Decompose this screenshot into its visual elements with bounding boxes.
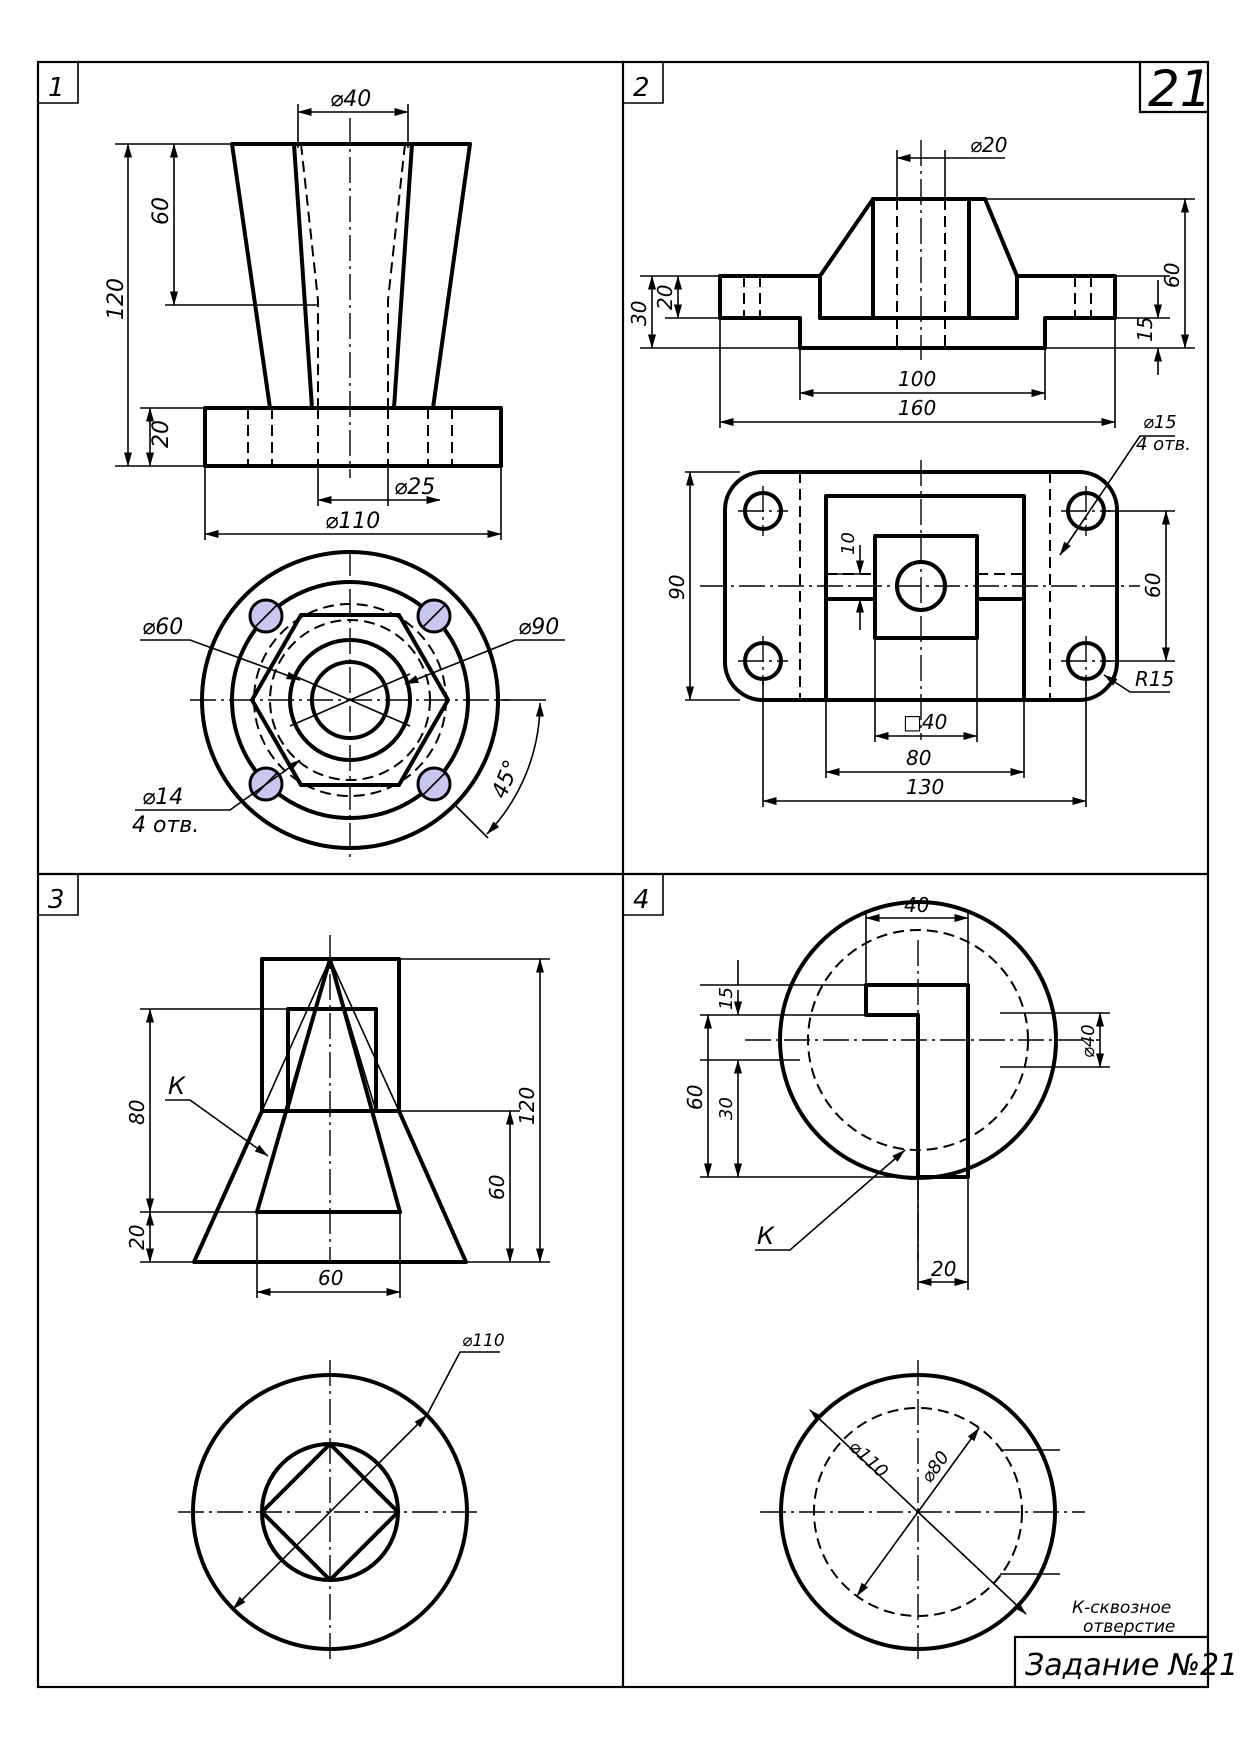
- p3-dim-60w: 60: [318, 1266, 343, 1290]
- task-label: Задание №21: [1025, 1648, 1238, 1683]
- p4-dim-d80: ⌀80: [917, 1447, 954, 1487]
- p1-dim-d60: ⌀60: [142, 615, 183, 640]
- p4-dim-60: 60: [683, 1085, 707, 1110]
- panel-1-top-view: [135, 550, 565, 860]
- p2-dim-130: 130: [906, 775, 944, 799]
- p2-dim-100: 100: [898, 367, 936, 391]
- p1-dim-d90: ⌀90: [518, 615, 559, 640]
- p3-dim-60: 60: [485, 1175, 509, 1200]
- p4-dim-30: 30: [716, 1097, 737, 1120]
- p1-dim-20: 20: [149, 420, 174, 448]
- p2-dim-90: 90: [665, 575, 689, 600]
- p1-dim-d25: ⌀25: [394, 475, 435, 500]
- p3-dim-120: 120: [515, 1087, 539, 1125]
- p2-dim-r15: R15: [1135, 667, 1174, 691]
- panel-2-number: 2: [633, 73, 650, 103]
- p1-dim-holes: 4 отв.: [132, 813, 199, 838]
- note-through-hole-line2: отверстие: [1083, 1617, 1175, 1637]
- p4-dim-d110: ⌀110: [845, 1436, 892, 1482]
- p3-dim-20: 20: [125, 1225, 149, 1250]
- p4-dim-40: 40: [904, 893, 929, 917]
- p3-dim-80: 80: [125, 1100, 149, 1125]
- p2-dim-160: 160: [898, 396, 936, 420]
- panel-4-number: 4: [633, 885, 650, 915]
- p2-dim-d20: ⌀20: [970, 133, 1008, 157]
- p4-dim-d40: ⌀40: [1078, 1024, 1099, 1058]
- panel-2-top-view: [685, 435, 1175, 807]
- p1-dim-45deg: 45°: [487, 757, 525, 803]
- p1-dim-d40: ⌀40: [330, 87, 371, 112]
- variant-number: 21: [1148, 60, 1212, 118]
- p1-dim-120: 120: [104, 278, 129, 320]
- sheet-frame: [36, 60, 1210, 1689]
- p2-dim-60b: 60: [1141, 573, 1165, 598]
- p2-dim-60: 60: [1160, 263, 1184, 288]
- p1-dim-d110: ⌀110: [325, 509, 380, 534]
- panel-1-front-view: [115, 104, 503, 540]
- panel-2-front-view: [640, 140, 1195, 428]
- panel-4-front-view: [700, 900, 1110, 1290]
- p2-dim-20: 20: [653, 285, 677, 310]
- p2-dim-15: 15: [1133, 317, 1157, 342]
- note-through-hole-line1: К-сквозное: [1072, 1598, 1171, 1618]
- panel-3-front-view: [140, 935, 550, 1298]
- p2-dim-d15: ⌀15: [1143, 412, 1177, 433]
- p4-dim-20: 20: [931, 1257, 956, 1281]
- p4-dim-15: 15: [716, 987, 737, 1010]
- p2-dim-30: 30: [627, 301, 651, 326]
- p3-label-k: К: [168, 1072, 186, 1100]
- p2-dim-80: 80: [906, 746, 931, 770]
- p1-dim-60: 60: [149, 197, 174, 225]
- p3-dim-d110: ⌀110: [462, 1331, 505, 1351]
- panel-4-top-view: [760, 1360, 1085, 1664]
- panel-3-top-view: [178, 1351, 500, 1664]
- p1-dim-d14: ⌀14: [142, 785, 183, 810]
- panel-1-number: 1: [48, 73, 65, 103]
- p2-dim-holes: 4 отв.: [1136, 434, 1191, 455]
- p2-dim-sq40: □40: [903, 710, 947, 734]
- panel-3-number: 3: [48, 885, 65, 915]
- p4-label-k: К: [757, 1222, 775, 1250]
- p2-dim-10: 10: [838, 532, 859, 555]
